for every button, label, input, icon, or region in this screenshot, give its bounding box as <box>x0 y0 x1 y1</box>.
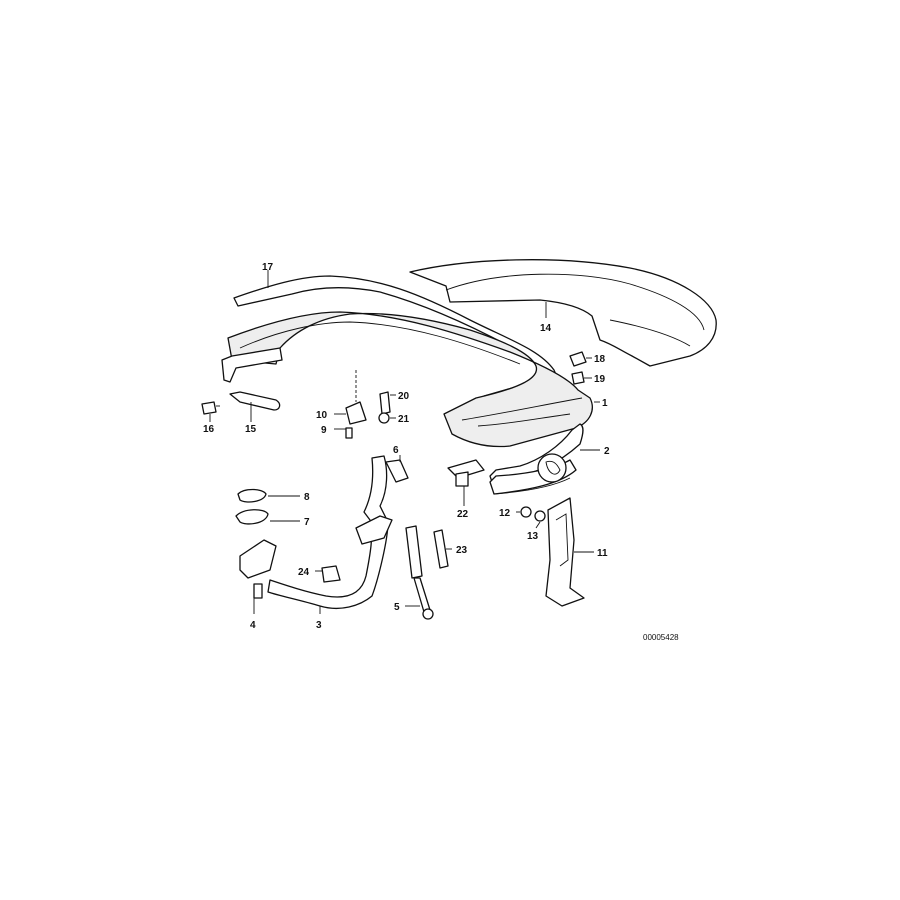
part-4-screw <box>253 583 263 599</box>
callout-12: 12 <box>499 508 511 519</box>
part-11-mounting-bracket <box>545 497 585 607</box>
part-10-bracket <box>345 370 367 425</box>
part-5-gas-strut <box>405 525 434 620</box>
callout-18: 18 <box>594 354 606 365</box>
callout-20: 20 <box>398 391 410 402</box>
part-7-pad <box>235 509 269 525</box>
part-21-nut <box>378 412 390 424</box>
part-13-washer <box>534 510 546 522</box>
callout-24: 24 <box>298 567 310 578</box>
callout-10: 10 <box>316 410 328 421</box>
callout-22: 22 <box>457 509 469 520</box>
callout-11: 11 <box>597 548 608 559</box>
callout-13: 13 <box>527 531 539 542</box>
callout-17: 17 <box>262 262 274 273</box>
callout-7: 7 <box>304 517 310 528</box>
part-22-cap <box>447 459 485 487</box>
part-hinge-block <box>239 539 277 579</box>
callout-15: 15 <box>245 424 257 435</box>
callout-1: 1 <box>602 398 608 409</box>
part-16-screw <box>201 401 220 415</box>
part-3-link-rod <box>267 455 393 610</box>
part-2-trim-strip <box>489 423 584 495</box>
part-9-screw <box>345 427 353 439</box>
part-23-pin <box>433 529 449 569</box>
callout-6: 6 <box>393 445 399 456</box>
leader-lines <box>209 270 600 614</box>
callout-23: 23 <box>456 545 468 556</box>
part-1-tonneau-frame <box>221 311 593 448</box>
callout-3: 3 <box>316 620 322 631</box>
callout-labels: 17 14 18 19 1 2 20 21 10 9 16 15 6 22 8 … <box>203 262 610 631</box>
part-8-pad <box>237 488 267 503</box>
part-15-handle <box>229 391 281 411</box>
callout-16: 16 <box>203 424 215 435</box>
reference-number: 00005428 <box>643 633 679 642</box>
callout-14: 14 <box>540 323 552 334</box>
part-12-nut <box>520 506 532 518</box>
callout-19: 19 <box>594 374 606 385</box>
callout-8: 8 <box>304 492 310 503</box>
callout-5: 5 <box>394 602 400 613</box>
part-14-cover-shell <box>409 259 717 367</box>
callout-21: 21 <box>398 414 410 425</box>
callout-2: 2 <box>604 446 610 457</box>
part-19-clip <box>571 371 585 385</box>
part-24-buffer <box>321 565 341 583</box>
part-6-clip <box>385 459 409 483</box>
part-18-clip <box>569 351 587 367</box>
callout-4: 4 <box>250 620 256 631</box>
part-20-bolt <box>379 391 391 415</box>
callout-9: 9 <box>321 425 327 436</box>
